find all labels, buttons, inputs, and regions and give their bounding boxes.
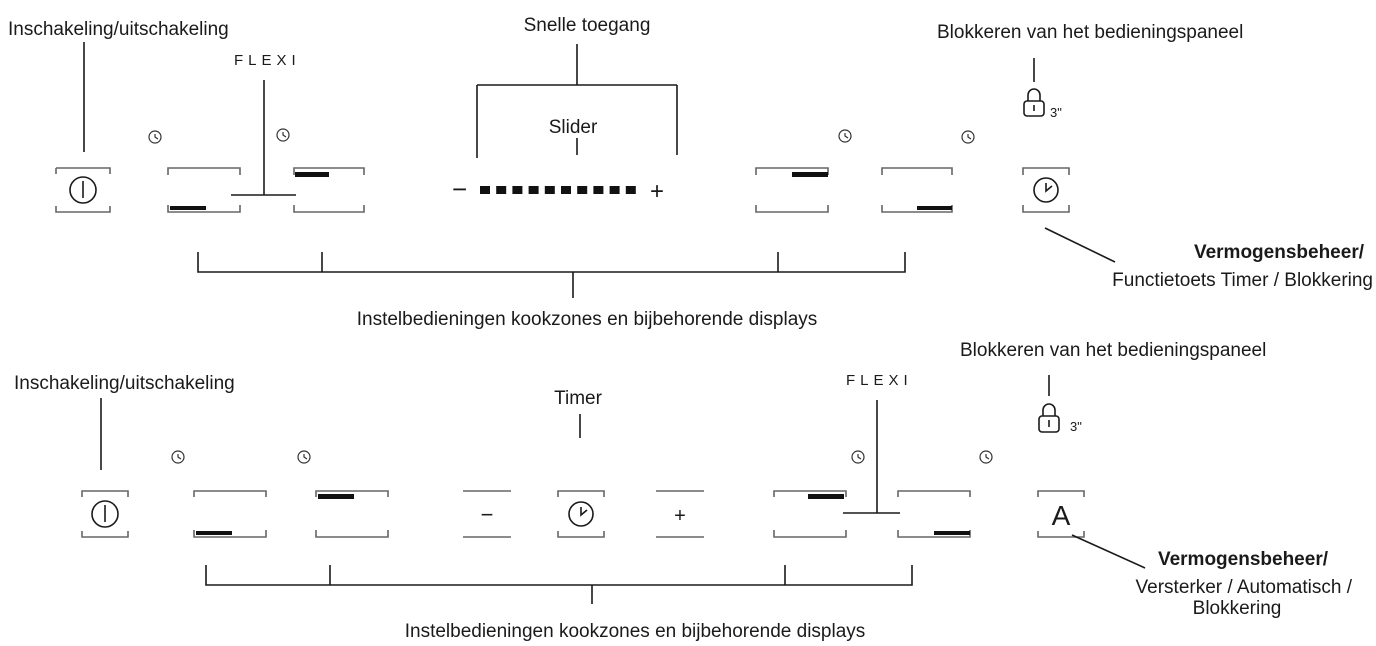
top-lock-duration: 3" — [1050, 105, 1062, 120]
timer-icon — [979, 450, 993, 464]
bottom-zone-4-display[interactable] — [897, 490, 971, 538]
slider-segment[interactable] — [625, 186, 636, 194]
bottom-lock-duration: 3" — [1070, 419, 1082, 434]
top-power-key-frame — [55, 167, 111, 213]
bottom-zones-label: Instelbedieningen kookzones en bijbehore… — [405, 621, 866, 642]
timer-icon — [148, 130, 162, 144]
bottom-power-management-desc-1: Versterker / Automatisch / — [1136, 577, 1353, 598]
quick-access-label: Snelle toegang — [524, 15, 651, 36]
slider-plus: + — [650, 178, 664, 205]
top-zone-1-display[interactable] — [167, 167, 241, 213]
timer-plus-key[interactable]: + — [656, 490, 704, 538]
top-flexi-label: FLEXI — [234, 52, 301, 69]
bottom-lock-label: Blokkeren van het bedieningspaneel — [960, 340, 1266, 361]
power-icon — [69, 176, 97, 204]
top-power-management-desc: Functietoets Timer / Blokkering — [1112, 270, 1373, 291]
slider-segment[interactable] — [577, 186, 588, 194]
slider-segment[interactable] — [544, 186, 555, 194]
timer-minus-key[interactable]: − — [463, 490, 511, 538]
slider-label: Slider — [549, 117, 598, 138]
bottom-zone-3-display[interactable] — [773, 490, 847, 538]
slider-segment[interactable] — [480, 186, 490, 194]
clock-icon — [1033, 177, 1059, 203]
bottom-zones-bracket — [205, 565, 913, 604]
timer-icon — [838, 129, 852, 143]
bottom-flexi-label: FLEXI — [846, 372, 913, 389]
auto-icon: A — [1052, 500, 1071, 531]
top-power-management-title: Vermogensbeheer/ — [1194, 242, 1365, 263]
bottom-power-key[interactable] — [81, 490, 129, 538]
top-lock-label: Blokkeren van het bedieningspaneel — [937, 22, 1243, 43]
slider-segment[interactable] — [512, 186, 523, 194]
top-zone-3-display[interactable] — [755, 167, 829, 213]
bottom-panel: Inschakeling/uitschakeling Timer − — [14, 340, 1353, 642]
timer-plus-glyph: + — [674, 505, 686, 527]
top-zones-bracket — [197, 252, 906, 298]
bottom-zone-2-display[interactable] — [315, 490, 389, 538]
power-icon — [91, 500, 119, 528]
top-power-key[interactable] — [55, 167, 111, 213]
lock-icon — [1038, 403, 1060, 433]
slider-minus: − — [452, 174, 467, 204]
top-zone-2-display[interactable] — [293, 167, 365, 213]
timer-icon — [851, 450, 865, 464]
top-zone-4-display[interactable] — [881, 167, 953, 213]
slider-segment[interactable] — [609, 186, 620, 194]
bottom-power-management-leader — [1071, 534, 1146, 569]
slider-segment[interactable] — [528, 186, 539, 194]
bottom-zone-1-display[interactable] — [193, 490, 267, 538]
timer-icon — [171, 450, 185, 464]
top-timer-key[interactable] — [1022, 167, 1070, 213]
bottom-power-management-title: Vermogensbeheer/ — [1158, 549, 1329, 570]
lock-icon — [1023, 88, 1045, 117]
power-slider[interactable]: − + — [452, 174, 664, 205]
timer-icon — [297, 450, 311, 464]
top-power-label: Inschakeling/uitschakeling — [8, 19, 229, 40]
quick-access-bracket — [476, 44, 678, 158]
timer-icon — [961, 130, 975, 144]
timer-key[interactable] — [557, 490, 605, 538]
top-power-management-leader — [1044, 227, 1116, 263]
bottom-power-management-desc-2: Blokkering — [1193, 598, 1282, 619]
timer-label: Timer — [554, 388, 603, 409]
slider-segment[interactable] — [593, 186, 604, 194]
slider-segment[interactable] — [496, 186, 507, 194]
timer-minus-glyph: − — [481, 502, 494, 527]
slider-segment[interactable] — [561, 186, 571, 194]
top-zones-label: Instelbedieningen kookzones en bijbehore… — [357, 309, 818, 330]
top-panel: Inschakeling/uitschakeling FLEXI — [8, 15, 1373, 330]
auto-key[interactable]: A — [1037, 490, 1085, 538]
timer-icon — [276, 128, 290, 142]
bottom-power-label: Inschakeling/uitschakeling — [14, 373, 235, 394]
clock-icon — [568, 501, 594, 527]
slider-segments — [480, 186, 636, 194]
